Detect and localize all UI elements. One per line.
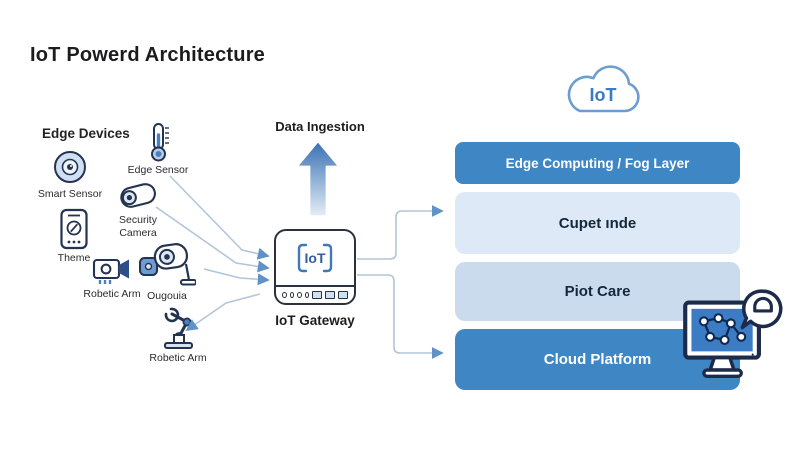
- gateway-ports: [276, 285, 354, 303]
- iot-chip-icon: IoT: [297, 243, 333, 273]
- device-edge-sensor: Edge Sensor: [118, 122, 198, 177]
- port-slot: [338, 291, 348, 299]
- device-label: Robetic Arm: [83, 288, 141, 300]
- layer-cupet-inde: Cupet ınde: [455, 192, 740, 254]
- device-label: Ougouia: [147, 290, 187, 302]
- robot-arm-icon: [164, 307, 193, 349]
- led-dot: [304, 292, 310, 298]
- device-label: Edge Sensor: [127, 164, 189, 176]
- device-robetic-arm: Robetic Arm: [134, 302, 222, 365]
- smart-sensor-icon: [54, 151, 86, 183]
- device-label: Theme: [57, 252, 91, 264]
- led-dot: [282, 292, 287, 298]
- led-dot: [297, 292, 302, 298]
- device-smart-sensor: Smart Sensor: [26, 148, 114, 201]
- smartphone-icon: [60, 208, 88, 250]
- thermometer-icon: [151, 123, 169, 162]
- monitor-base: [702, 368, 743, 378]
- device-label: Smart Sensor: [37, 188, 103, 200]
- gateway-chip: IoT: [276, 231, 354, 285]
- iot-gateway-device: IoT: [274, 229, 356, 305]
- layer-label: Piot Care: [564, 283, 631, 300]
- alert-speech-bubble-icon: [740, 289, 783, 330]
- led-dot: [289, 292, 295, 298]
- data-ingestion-label: Data Ingestion: [275, 119, 365, 134]
- device-label: Robetic Arm: [149, 352, 207, 364]
- projector-camera-icon: [92, 258, 129, 284]
- security-camera-icon: [120, 183, 156, 208]
- layer-label: Cloud Platform: [543, 351, 652, 368]
- device-security-camera: Security Camera: [98, 178, 178, 239]
- page-title: IoT Powerd Architecture: [30, 44, 266, 66]
- layer-label: Edge Computing / Fog Layer: [505, 155, 690, 171]
- iot-gateway-label: IoT Gateway: [275, 313, 355, 328]
- layer-label: Cupet ınde: [558, 214, 637, 232]
- edge-devices-heading: Edge Devices: [42, 126, 130, 141]
- cctv-camera-icon: [139, 243, 196, 286]
- device-ougouia-cctv: Ougouia: [135, 238, 199, 303]
- gateway-chip-text: IoT: [305, 250, 326, 266]
- monitoring-dashboard-icon: [683, 289, 783, 378]
- device-theme: Theme: [44, 208, 104, 265]
- device-robetic-arm-camera: Robetic Arm: [66, 254, 158, 301]
- line-cctv-to-gateway: [203, 268, 270, 286]
- port-slot: [325, 291, 336, 299]
- monitor-stand: [708, 355, 736, 372]
- network-graph-nodes: [698, 313, 747, 345]
- cloud-label: IoT: [590, 85, 617, 105]
- line-gateway-to-layer2: [357, 205, 444, 260]
- bell-icon: [753, 296, 773, 313]
- up-arrow-icon: [298, 142, 338, 216]
- port-slot: [312, 291, 323, 299]
- layer-edge-computing: Edge Computing / Fog Layer: [455, 142, 740, 184]
- cloud-icon: IoT: [567, 65, 640, 113]
- device-label: Security Camera: [119, 214, 157, 239]
